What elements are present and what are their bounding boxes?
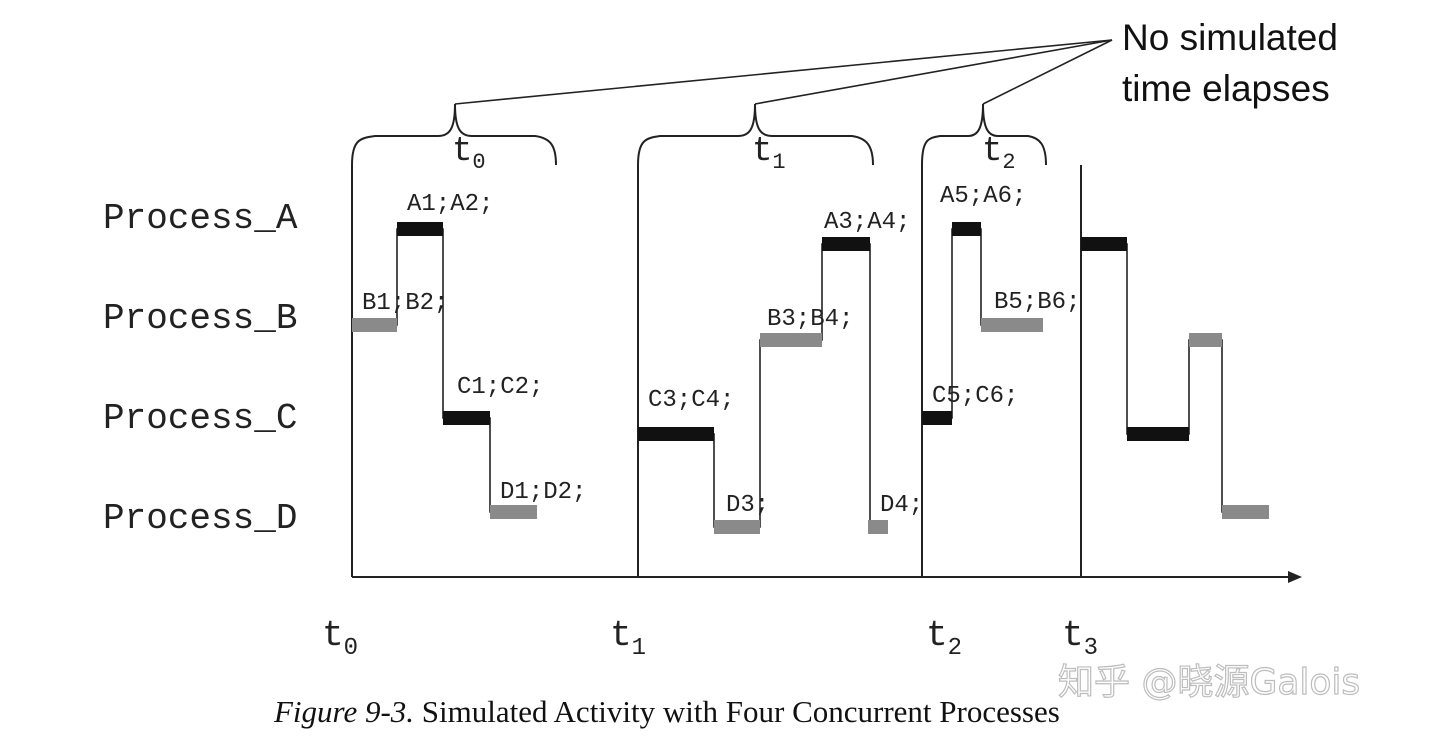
callout-line-t1: [754, 39, 1113, 105]
brace-t1: [637, 103, 874, 166]
annotation-line-1: No simulated: [1122, 17, 1338, 58]
callout-line-t0: [454, 39, 1113, 105]
brace-label-t2: t2: [982, 133, 1016, 175]
brace-t2: [921, 103, 1047, 166]
bar-a1a2: [397, 222, 443, 236]
brace-label-t1: t1: [752, 133, 786, 175]
step-label-c3c4: C3;C4;: [648, 387, 734, 414]
activity-trace-interval-3: [1081, 243, 1269, 513]
axis-label-t3: t3: [1062, 615, 1098, 662]
bar-interval3-d: [1222, 505, 1269, 519]
step-label-a1a2: A1;A2;: [407, 191, 493, 218]
watermark: 知乎 @晓源Galois: [1058, 662, 1360, 703]
axis-label-t0: t0: [322, 615, 358, 662]
figure-caption: Figure 9-3. Simulated Activity with Four…: [273, 694, 1060, 729]
step-label-c5c6: C5;C6;: [932, 383, 1018, 410]
step-label-c1c2: C1;C2;: [457, 374, 543, 401]
bar-b3b4: [760, 333, 822, 347]
bar-a5a6: [952, 222, 981, 236]
row-label-process-d: Process_D: [103, 498, 297, 539]
bar-c5c6: [922, 411, 952, 425]
bar-b1b2: [352, 318, 397, 332]
bar-interval3-b: [1189, 333, 1222, 347]
activity-trace-interval-0: [352, 228, 537, 513]
caption-text: Simulated Activity with Four Concurrent …: [414, 694, 1060, 729]
activity-trace-interval-1: [638, 243, 888, 528]
bar-d3: [714, 520, 760, 534]
step-label-d1d2: D1;D2;: [500, 479, 586, 506]
bar-d4: [868, 520, 888, 534]
step-label-d4: D4;: [880, 492, 923, 519]
row-label-process-a: Process_A: [103, 198, 298, 239]
callout-lines: [454, 39, 1113, 105]
row-label-process-b: Process_B: [103, 298, 297, 339]
bar-a3a4: [822, 237, 870, 251]
bar-c1c2: [443, 411, 490, 425]
step-label-a5a6: A5;A6;: [940, 183, 1026, 210]
activity-bars: [352, 222, 1269, 534]
annotation-line-2: time elapses: [1122, 68, 1330, 109]
step-label-b1b2: B1;B2;: [362, 290, 448, 317]
bar-interval3-c: [1127, 427, 1189, 441]
step-label-b3b4: B3;B4;: [767, 306, 853, 333]
brace-label-t0: t0: [452, 133, 486, 175]
callout-line-t2: [982, 39, 1113, 105]
bar-c3c4: [638, 427, 714, 441]
step-label-d3: D3;: [726, 492, 769, 519]
row-label-process-c: Process_C: [103, 398, 297, 439]
brace-t0: [351, 103, 557, 166]
step-label-b5b6: B5;B6;: [994, 289, 1080, 316]
axis-label-t2: t2: [926, 615, 962, 662]
axis-label-t1: t1: [610, 615, 646, 662]
bar-d1d2: [490, 505, 537, 519]
bar-interval3-a: [1081, 237, 1127, 251]
caption-prefix: Figure 9-3.: [273, 694, 414, 729]
step-label-a3a4: A3;A4;: [824, 209, 910, 236]
bar-b5b6: [981, 318, 1043, 332]
